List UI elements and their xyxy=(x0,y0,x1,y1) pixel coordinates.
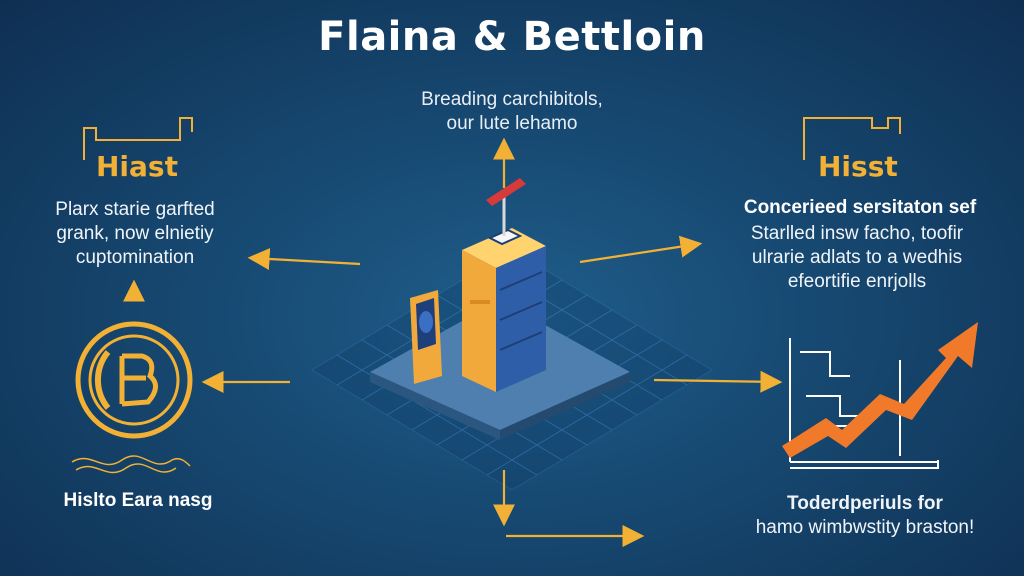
left-description: Plarx starie garfted grank, now elnietiy… xyxy=(20,198,250,270)
bottom-left-label: Hislto Eara nasg xyxy=(63,490,213,511)
page-title: Flaina & Bettloin xyxy=(318,14,706,60)
frame-ornament-left xyxy=(83,117,193,160)
left-text-line2: grank, now elnietiy xyxy=(56,223,214,244)
right-subheading: Concerieed sersitaton sef xyxy=(743,197,977,218)
right-text-line2: ulrarie adlats to a wedhis xyxy=(751,247,963,268)
top-caption-line2: our lute lehamo xyxy=(446,113,578,134)
right-text-line3: efeortifie enrjolls xyxy=(787,271,927,292)
server-tower-icon xyxy=(462,178,546,392)
left-text-line3: cuptomination xyxy=(75,247,195,268)
connector-arrows xyxy=(123,137,783,547)
bottom-right-caption: Toderdperiuls for hamo wimbwstity brasto… xyxy=(720,492,1010,540)
right-description: Starlled insw facho, toofir ulrarie adla… xyxy=(712,222,1002,294)
bitcoin-coin-icon xyxy=(75,321,193,439)
growth-chart-icon xyxy=(782,322,978,469)
right-text-line1: Starlled insw facho, toofir xyxy=(750,223,964,244)
left-heading: Hiast xyxy=(96,150,178,183)
scroll-banner-icon xyxy=(71,455,191,474)
top-caption: Breading carchibitols, our lute lehamo xyxy=(352,88,672,136)
right-heading: Hisst xyxy=(818,150,898,183)
top-caption-line1: Breading carchibitols, xyxy=(421,89,603,110)
bottom-right-line2: hamo wimbwstity braston! xyxy=(755,517,975,538)
side-panel xyxy=(410,290,442,384)
bottom-right-line1: Toderdperiuls for xyxy=(787,493,943,514)
frame-ornament-right xyxy=(803,117,901,160)
left-text-line1: Plarx starie garfted xyxy=(55,199,215,220)
